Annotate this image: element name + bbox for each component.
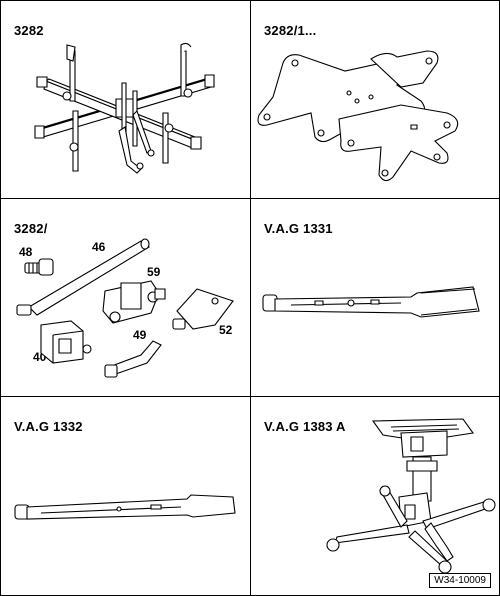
- tool-title-3282-parts: 3282/: [14, 221, 48, 236]
- drawing-3282-1-plates: [251, 1, 499, 198]
- tool-title-3282-1: 3282/1...: [264, 23, 317, 38]
- drawing-vag-1383a-jack: [251, 397, 499, 594]
- drawing-3282-fixture: [1, 1, 249, 198]
- tool-title-vag-1332: V.A.G 1332: [14, 419, 83, 434]
- grid-divider-row-2: [1, 396, 499, 397]
- part-number-46: 46: [92, 240, 106, 254]
- part-number-52: 52: [219, 323, 233, 337]
- drawing-vag-1332-torque-wrench: [1, 397, 249, 594]
- drawing-reference-code: W34-10009: [429, 573, 491, 588]
- cell-vag-1331: V.A.G 1331: [251, 199, 499, 396]
- grid-divider-row-1: [1, 198, 499, 199]
- drawing-vag-1331-torque-wrench: [251, 199, 499, 396]
- part-number-49: 49: [133, 328, 147, 342]
- drawing-3282-parts: [1, 199, 249, 396]
- grid-divider-vertical: [250, 1, 251, 595]
- cell-3282: 3282: [1, 1, 249, 198]
- tool-title-vag-1383a: V.A.G 1383 A: [264, 419, 346, 434]
- cell-vag-1383a: V.A.G 1383 A: [251, 397, 499, 594]
- part-number-48: 48: [19, 245, 33, 259]
- cell-3282-parts: 3282/ 48 46 59 40 49 52: [1, 199, 249, 396]
- cell-vag-1332: V.A.G 1332: [1, 397, 249, 594]
- tool-title-vag-1331: V.A.G 1331: [264, 221, 333, 236]
- part-number-59: 59: [147, 265, 161, 279]
- cell-3282-1: 3282/1...: [251, 1, 499, 198]
- tool-title-3282: 3282: [14, 23, 44, 38]
